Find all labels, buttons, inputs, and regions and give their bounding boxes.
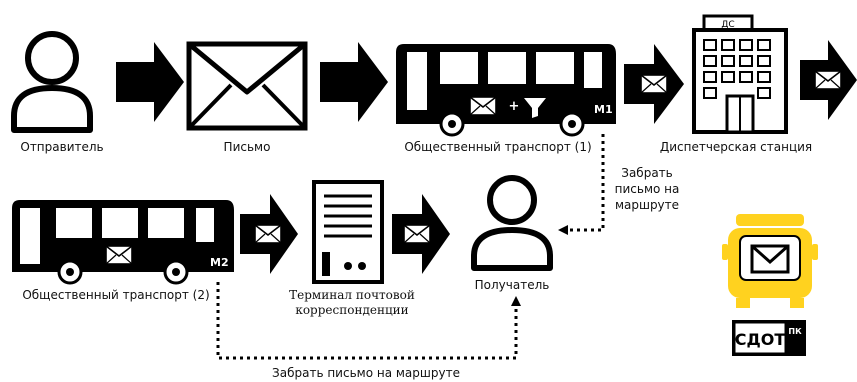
recipient-label: Получатель [475,278,550,292]
flow-arrow-icon [116,42,184,122]
recipient-person-icon [471,175,553,271]
flow-arrow-with-envelope-icon [240,194,298,274]
sdot-pk-logo [722,214,818,356]
terminal-label-line2: корреспонденции [295,303,408,317]
dotted-pickup-connector-lower [216,282,521,360]
flow-arrow-with-envelope-icon [392,194,450,274]
bus-1-label: Общественный транспорт (1) [404,140,591,154]
bus-1-badge: M1 [594,103,613,116]
bus-2-icon [12,200,234,285]
route-note-upper-line1: Забрать [621,166,672,180]
letter-envelope-icon [186,41,308,131]
sender-person-icon [11,31,93,133]
route-note-upper-line3: маршруте [615,198,679,212]
bus-2-badge: M2 [210,256,229,269]
station-roof-sign: ДС [721,20,734,30]
bus-1-icon [396,44,616,137]
bus-2-label: Общественный транспорт (2) [22,288,209,302]
route-note-lower: Забрать письмо на маршруте [272,366,460,380]
logo-text: СДОТ [735,330,786,349]
route-note-upper-line2: письмо на [615,182,680,196]
flow-arrow-with-envelope-icon [800,40,857,120]
station-label: Диспетчерская станция [660,140,812,154]
flow-arrow-with-envelope-icon [624,44,684,124]
logo-suffix: ПК [788,327,802,336]
dotted-pickup-connector-upper [558,134,605,235]
letter-label: Письмо [224,140,271,154]
mail-terminal-icon [312,180,384,284]
sender-label: Отправитель [20,140,103,154]
bus-1-plus-sign: + [509,99,520,114]
terminal-label-line1: Терминал почтовой [289,288,415,302]
flow-arrow-icon [320,42,388,122]
dispatch-station-building-icon [692,14,788,134]
